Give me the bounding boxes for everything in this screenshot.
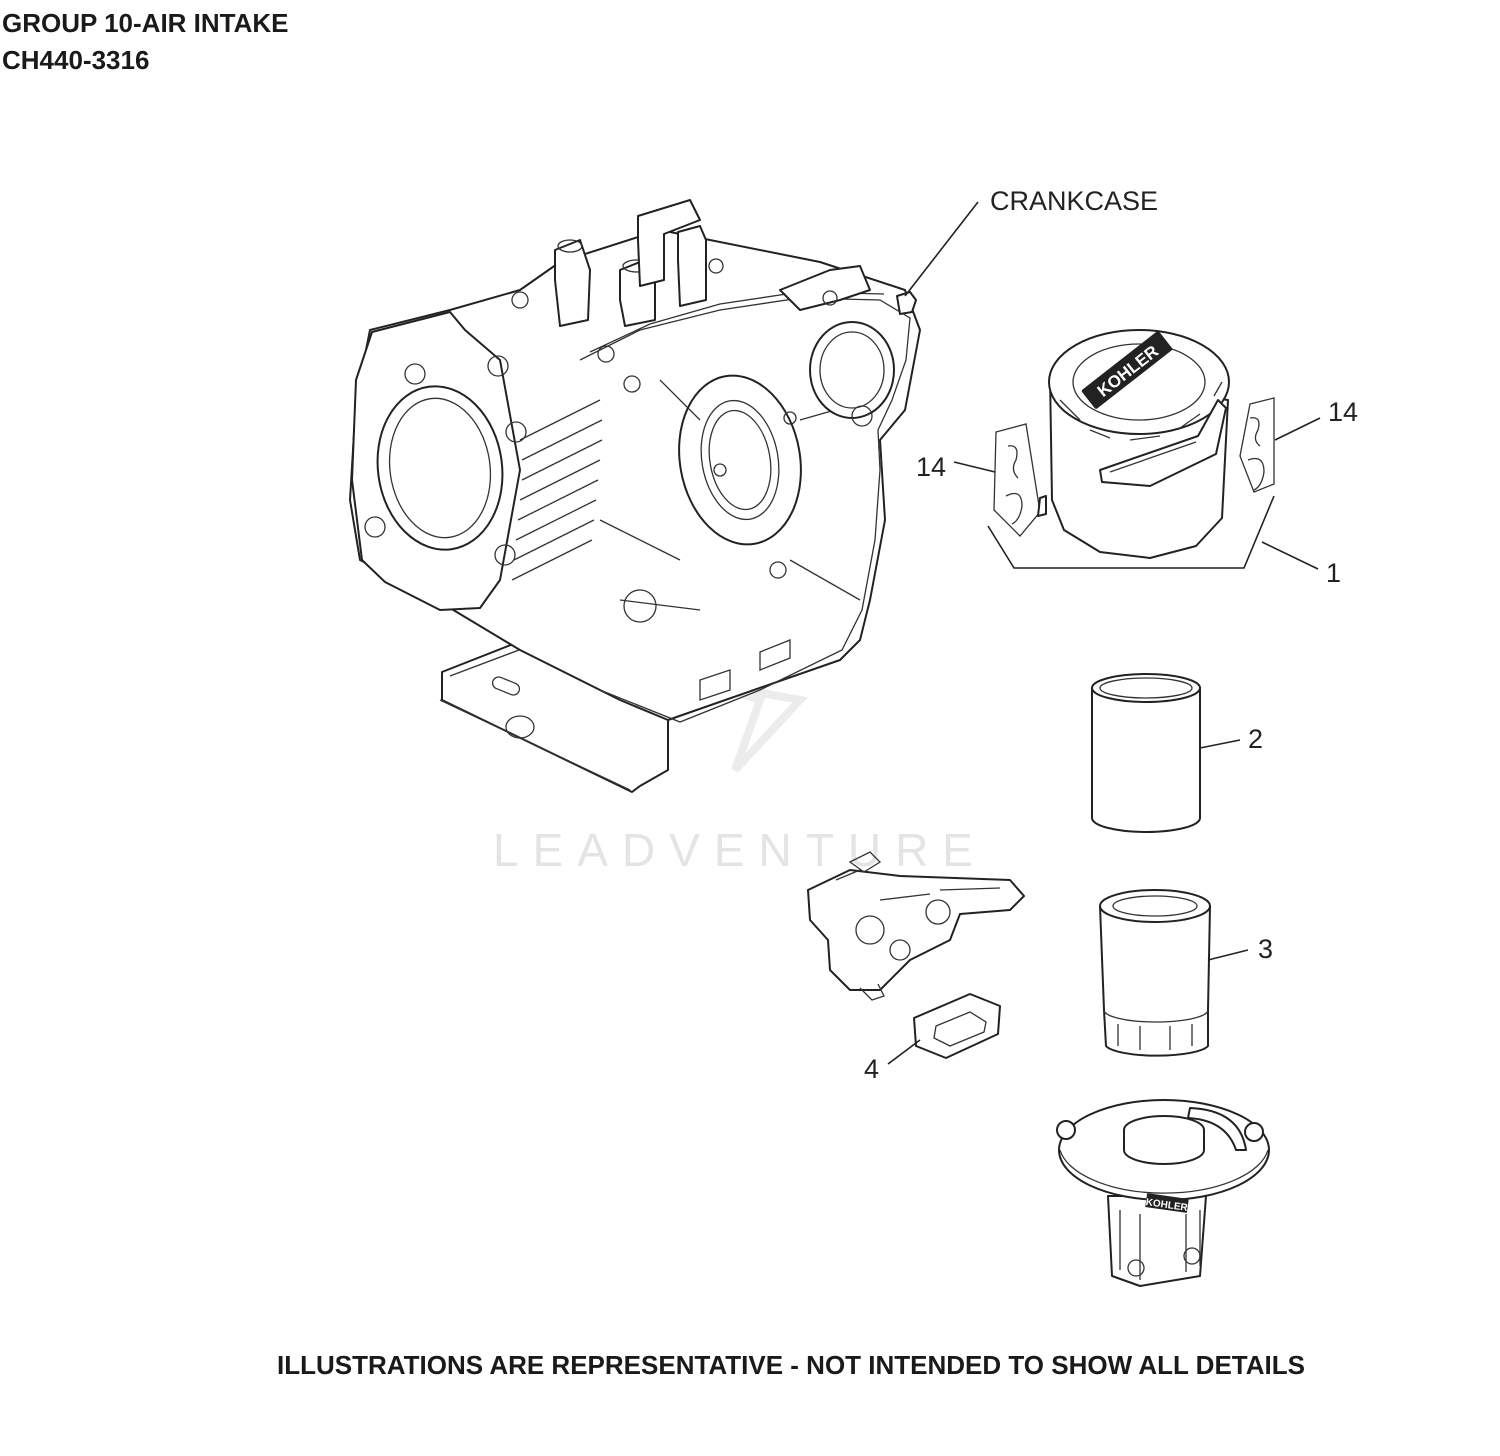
callout-item-14-right: 14 xyxy=(1328,397,1358,427)
crankcase-illustration xyxy=(349,199,921,793)
model-number: CH440-3316 xyxy=(2,45,150,75)
air-cleaner-base-illustration: KOHLER xyxy=(1056,1099,1270,1287)
item-3-air-filter xyxy=(1099,889,1211,1057)
carburetor-illustration xyxy=(807,851,1025,1001)
callout-item-4: 4 xyxy=(864,1054,879,1084)
diagram-title: GROUP 10-AIR INTAKE xyxy=(2,8,289,38)
callout-item-3: 3 xyxy=(1258,934,1273,964)
callout-item-2: 2 xyxy=(1248,724,1263,754)
callout-item-14-left: 14 xyxy=(916,452,946,482)
watermark-text: LEADVENTURE xyxy=(493,824,987,876)
item-4-gasket xyxy=(913,993,1001,1059)
callout-item-1: 1 xyxy=(1326,558,1341,588)
callout-crankcase: CRANKCASE xyxy=(990,186,1158,216)
item-2-precleaner xyxy=(1091,673,1201,833)
item-1-cover-kit: KOHLER xyxy=(987,329,1275,569)
disclaimer-footer: ILLUSTRATIONS ARE REPRESENTATIVE - NOT I… xyxy=(277,1350,1305,1380)
